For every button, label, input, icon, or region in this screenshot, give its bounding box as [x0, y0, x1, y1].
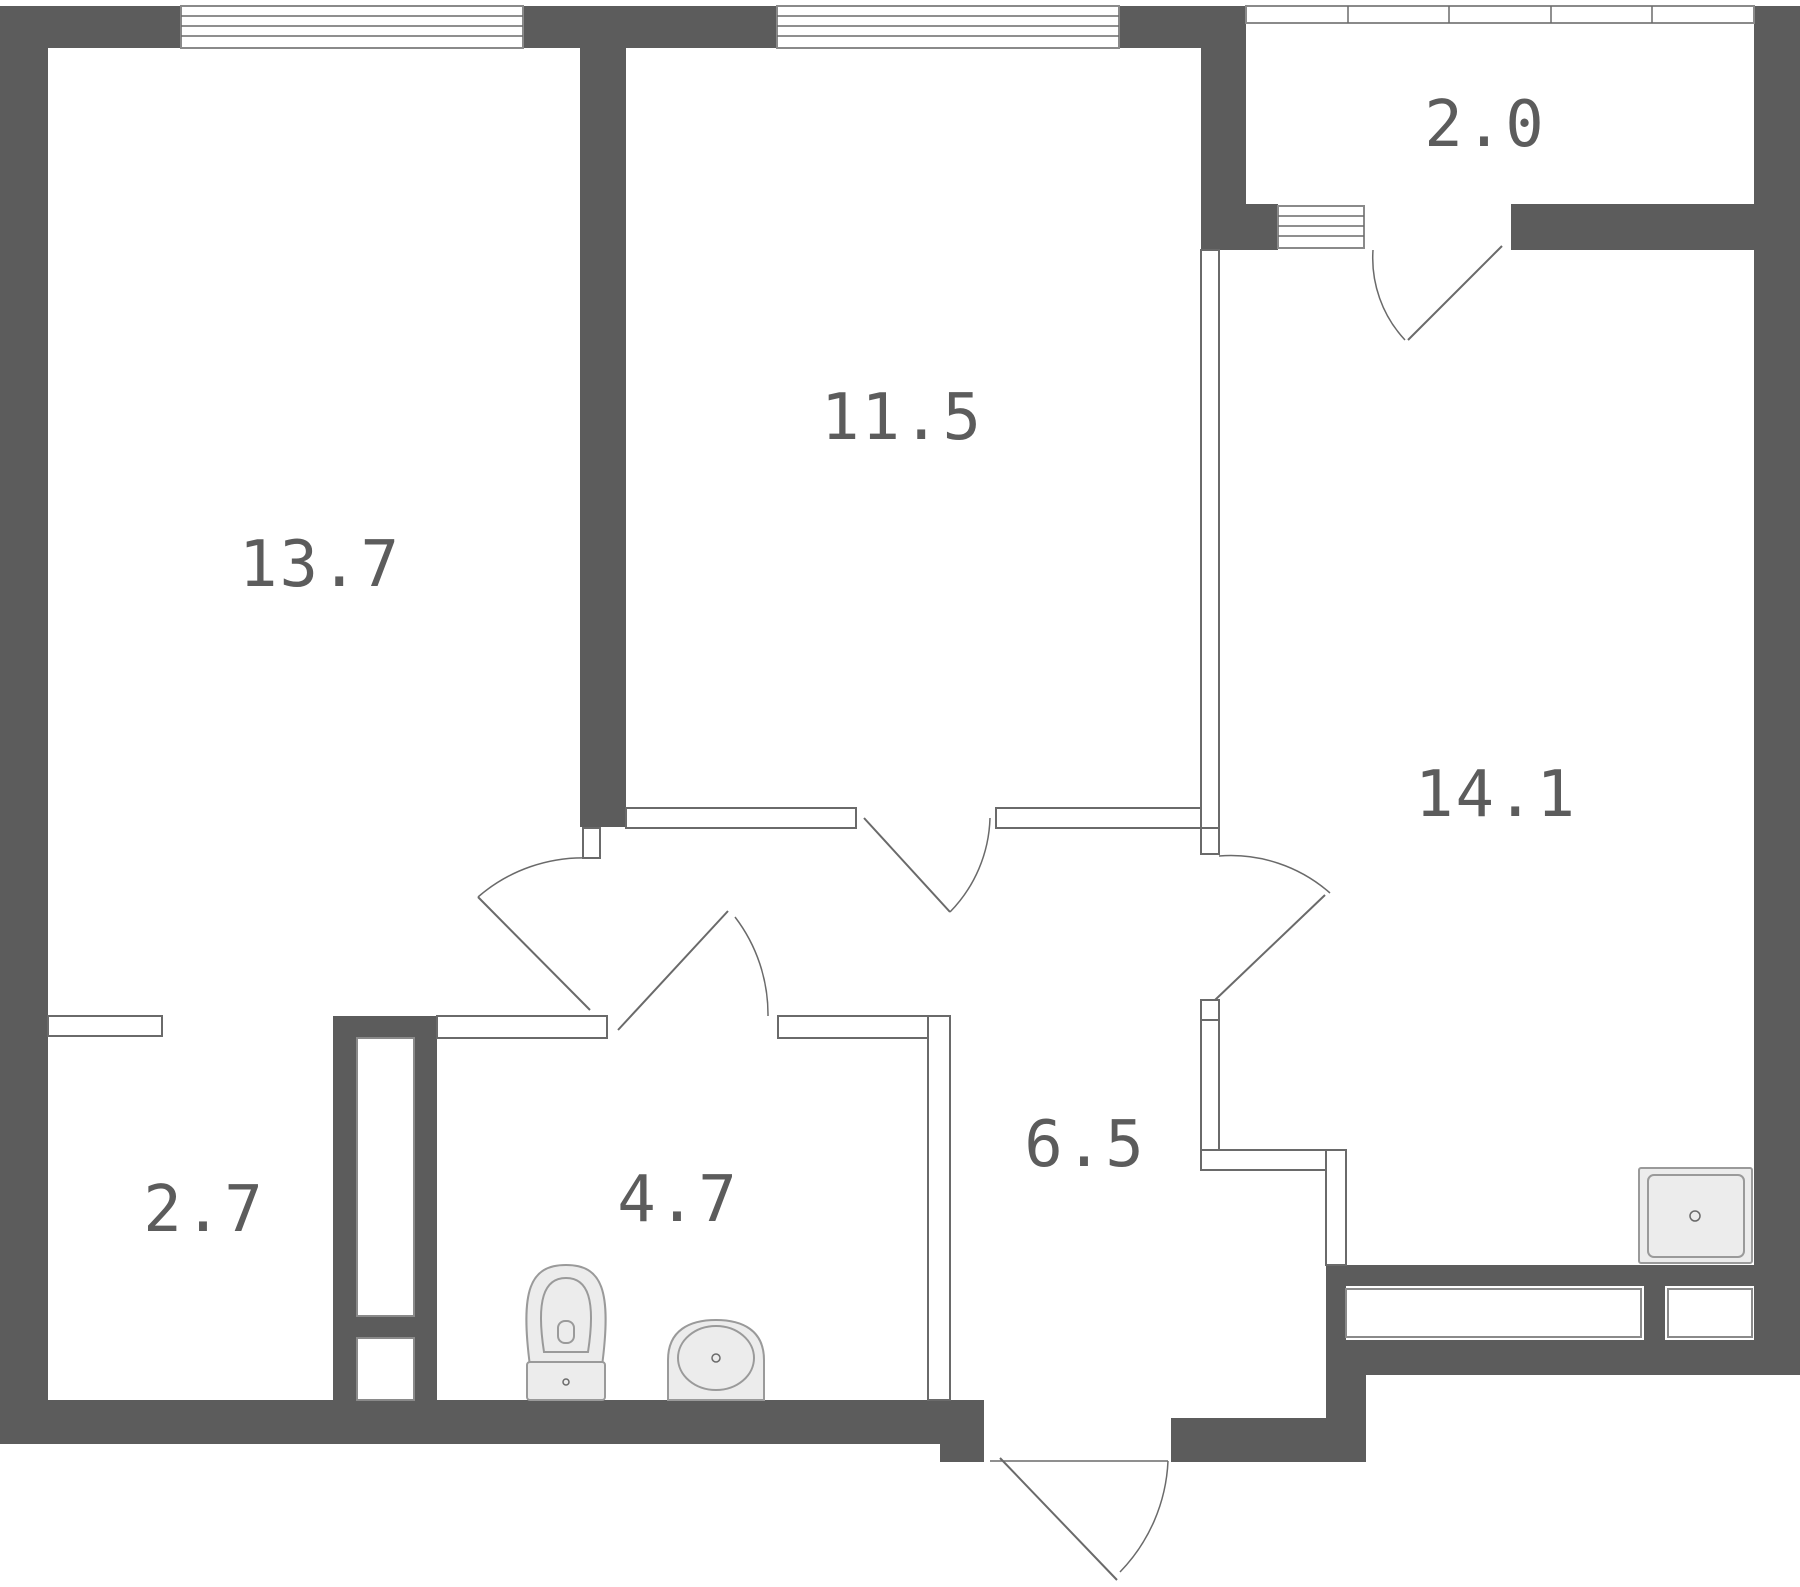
fixtures [525, 1167, 1753, 1401]
window-middle-room [776, 5, 1120, 49]
area-label-room-left: 13.7 [238, 528, 402, 602]
doors [477, 245, 1503, 1581]
interior-partitions [47, 249, 1347, 1401]
kitchen-sink-icon [1638, 1167, 1753, 1264]
door-kitchen [1214, 854, 1331, 1001]
area-label-storage: 2.7 [143, 1173, 265, 1247]
door-middle-room [863, 817, 991, 913]
balcony-railing [1245, 5, 1755, 24]
toilet-icon [525, 1263, 607, 1401]
area-label-hallway: 6.5 [1024, 1108, 1146, 1182]
balcony-window [1277, 205, 1365, 249]
window-left-room [180, 5, 524, 49]
door-entrance [990, 1457, 1169, 1581]
door-bathroom [617, 910, 769, 1031]
windows [180, 5, 1755, 249]
area-label-kitchen-living: 14.1 [1414, 758, 1578, 832]
area-label-bathroom: 4.7 [617, 1163, 739, 1237]
area-label-room-middle: 11.5 [820, 381, 984, 455]
door-balcony [1371, 245, 1503, 341]
door-left-room [477, 857, 591, 1011]
sink-icon [667, 1318, 765, 1401]
area-label-balcony: 2.0 [1424, 88, 1546, 162]
exterior-walls [0, 6, 1800, 1462]
